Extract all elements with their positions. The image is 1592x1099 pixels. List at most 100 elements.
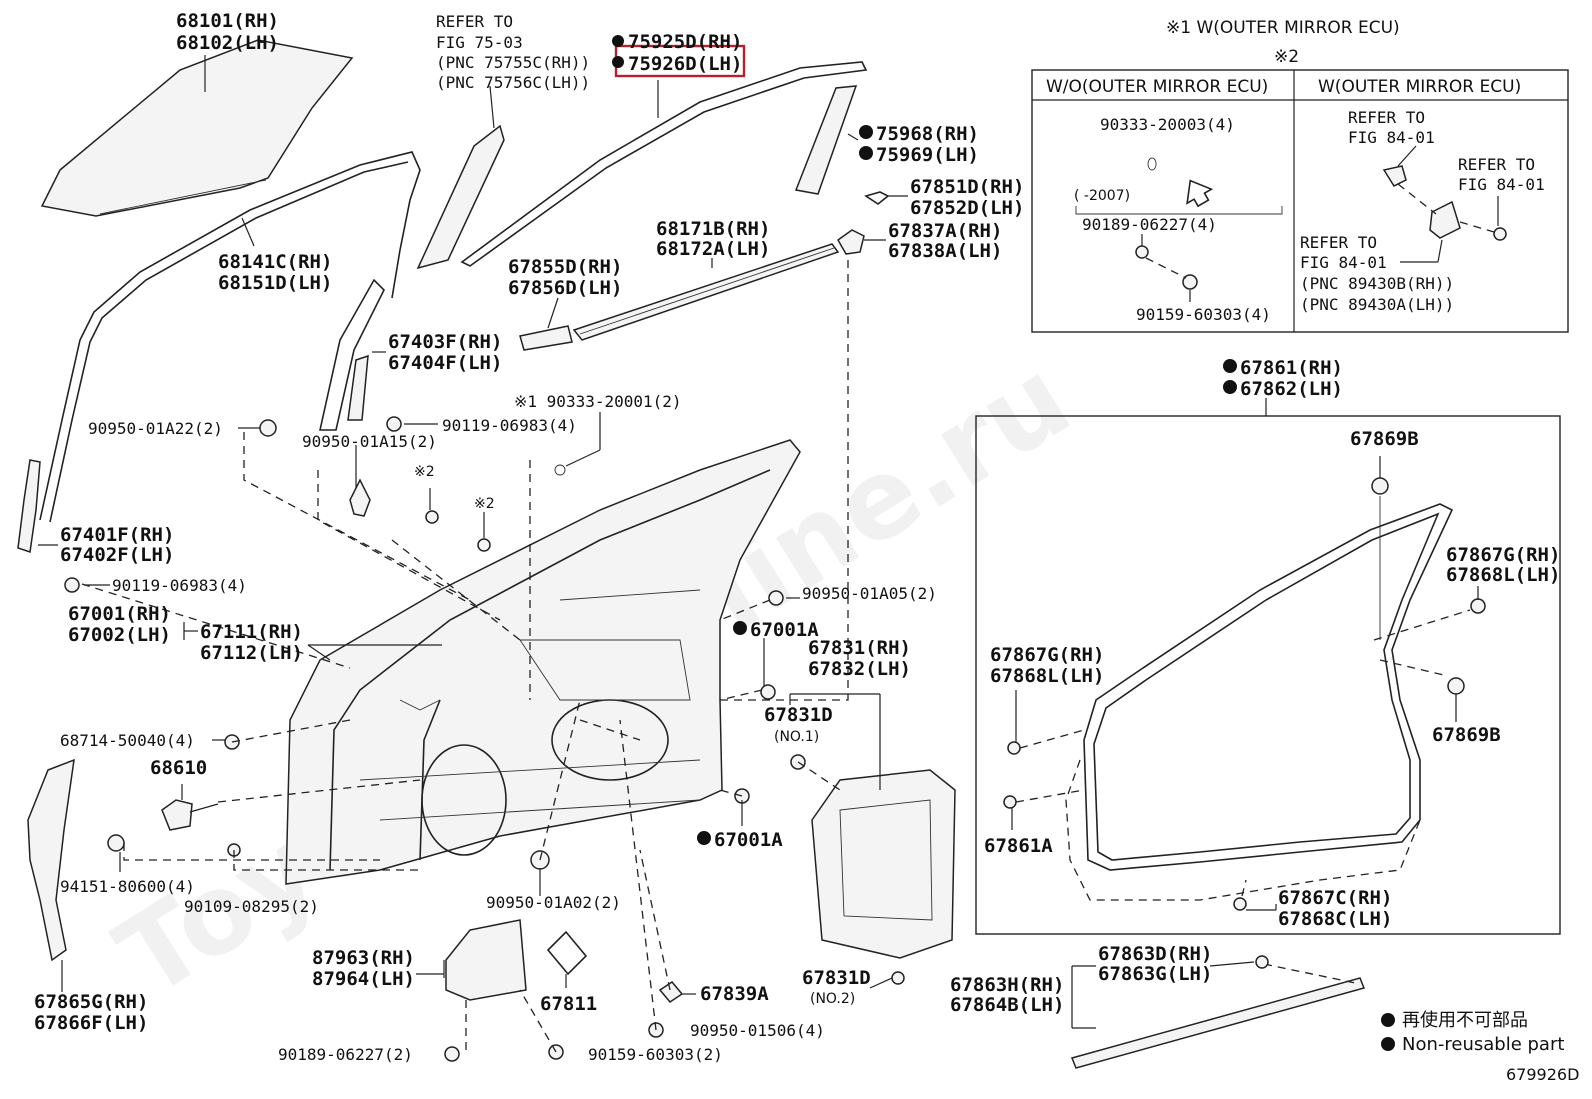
- label-90159-60303[interactable]: 90159-60303(2): [588, 1045, 723, 1064]
- legend-en: Non-reusable part: [1402, 1034, 1564, 1055]
- pillar-garnish-part[interactable]: [416, 124, 505, 270]
- label-75968[interactable]: 75968(RH): [876, 123, 979, 145]
- label-67001a-1[interactable]: 67001A: [750, 619, 819, 641]
- nut-94151-part[interactable]: [107, 834, 125, 852]
- label-67111[interactable]: 67111(RH): [200, 621, 303, 643]
- label-67838a[interactable]: 67838A(LH): [888, 240, 1002, 262]
- table-part-90159-60303[interactable]: 90159-60303(4): [1136, 305, 1271, 324]
- label-67839a[interactable]: 67839A: [700, 983, 769, 1005]
- label-67831[interactable]: 67831(RH): [808, 637, 911, 659]
- table-year-range: ( -2007): [1074, 188, 1130, 204]
- part-labels: 68101(RH) 68102(LH) REFER TO FIG 75-03 (…: [34, 10, 1560, 1064]
- label-67861[interactable]: 67861(RH): [1240, 357, 1343, 379]
- label-67404f[interactable]: 67404F(LH): [388, 352, 502, 374]
- label-67867g-2[interactable]: 67867G(RH): [990, 644, 1104, 666]
- rear-run-channel-part[interactable]: [319, 278, 385, 431]
- label-67862[interactable]: 67862(LH): [1240, 378, 1343, 400]
- label-87964[interactable]: 87964(LH): [312, 968, 415, 990]
- label-90189-06227[interactable]: 90189-06227(2): [278, 1045, 413, 1064]
- label-94151-80600[interactable]: 94151-80600(4): [60, 877, 195, 896]
- label-75925d[interactable]: 75925D(RH): [628, 31, 742, 53]
- label-68610[interactable]: 68610: [150, 757, 207, 779]
- door-weatherstrip-part[interactable]: [1015, 496, 1471, 901]
- belt-moulding-upper-part[interactable]: [460, 61, 868, 267]
- label-68171b[interactable]: 68171B(RH): [656, 218, 770, 240]
- service-hole-cover-67831-part[interactable]: [811, 769, 956, 959]
- table-part-90333-20003[interactable]: 90333-20003(4): [1100, 115, 1235, 134]
- label-90119-06983-a[interactable]: 90119-06983(4): [442, 416, 577, 435]
- label-67863d[interactable]: 67863D(RH): [1098, 943, 1212, 965]
- label-68101[interactable]: 68101(RH): [176, 10, 279, 32]
- label-87963[interactable]: 87963(RH): [312, 947, 415, 969]
- door-glass-part[interactable]: [40, 39, 354, 217]
- label-67869b-2[interactable]: 67869B: [1432, 724, 1501, 746]
- label-67837a[interactable]: 67837A(RH): [888, 220, 1002, 242]
- label-90950-01a02[interactable]: 90950-01A02(2): [486, 893, 621, 912]
- label-67401f[interactable]: 67401F(RH): [60, 524, 174, 546]
- clip-67851-part[interactable]: [864, 191, 908, 205]
- label-67856d[interactable]: 67856D(LH): [508, 277, 622, 299]
- label-90333-20001[interactable]: ※1 90333-20001(2): [514, 392, 682, 411]
- door-trim-67865-part[interactable]: [27, 758, 75, 962]
- label-67864b[interactable]: 67864B(LH): [950, 994, 1064, 1016]
- label-mark2-b: ※2: [474, 496, 495, 512]
- outer-weatherstrip-part[interactable]: [572, 243, 840, 341]
- retainer-67855-part[interactable]: [519, 325, 573, 351]
- label-67861a[interactable]: 67861A: [984, 835, 1053, 857]
- label-67402f[interactable]: 67402F(LH): [60, 544, 174, 566]
- label-67851d[interactable]: 67851D(RH): [910, 176, 1024, 198]
- label-67868l-2[interactable]: 67868L(LH): [990, 665, 1104, 687]
- label-68141c[interactable]: 68141C(RH): [218, 251, 332, 273]
- service-cover-67811-part[interactable]: [546, 930, 588, 976]
- label-67867g-1[interactable]: 67867G(RH): [1446, 544, 1560, 566]
- label-90119-06983-b[interactable]: 90119-06983(4): [112, 576, 247, 595]
- label-67403f[interactable]: 67403F(RH): [388, 331, 502, 353]
- legend-bullet-jp: [1381, 1013, 1395, 1027]
- front-door-panel-part[interactable]: [285, 439, 801, 885]
- label-67855d[interactable]: 67855D(RH): [508, 256, 622, 278]
- label-67852d[interactable]: 67852D(LH): [910, 197, 1024, 219]
- lower-channel-67401-part[interactable]: [17, 459, 41, 553]
- label-90950-01506[interactable]: 90950-01506(4): [690, 1021, 825, 1040]
- label-67866f[interactable]: 67866F(LH): [34, 1012, 148, 1034]
- label-90950-01a15[interactable]: 90950-01A15(2): [302, 432, 437, 451]
- label-67863h[interactable]: 67863H(RH): [950, 974, 1064, 996]
- label-67865g[interactable]: 67865G(RH): [34, 991, 148, 1013]
- label-67001[interactable]: 67001(RH): [68, 603, 171, 625]
- label-90950-01a22[interactable]: 90950-01A22(2): [88, 419, 223, 438]
- table-refer-1b[interactable]: FIG 84-01: [1348, 128, 1435, 147]
- label-67868c[interactable]: 67868C(LH): [1278, 908, 1392, 930]
- table-refer-3b[interactable]: FIG 84-01: [1300, 253, 1387, 272]
- label-75926d[interactable]: 75926D(LH): [628, 53, 742, 75]
- frame-garnish-part[interactable]: [794, 85, 858, 195]
- label-68151d[interactable]: 68151D(LH): [218, 272, 332, 294]
- label-67869b-1[interactable]: 67869B: [1350, 428, 1419, 450]
- label-67868l-1[interactable]: 67868L(LH): [1446, 564, 1560, 586]
- label-67002[interactable]: 67002(LH): [68, 624, 171, 646]
- door-scuff-strip-part[interactable]: [1070, 955, 1366, 1069]
- label-67867c[interactable]: 67867C(RH): [1278, 887, 1392, 909]
- label-67863g[interactable]: 67863G(LH): [1098, 963, 1212, 985]
- label-90109-08295[interactable]: 90109-08295(2): [184, 897, 319, 916]
- label-67831d-2[interactable]: 67831D: [802, 967, 871, 989]
- lock-bracket-87963-part[interactable]: [445, 919, 527, 1001]
- table-part-90189-06227[interactable]: 90189-06227(4): [1082, 215, 1217, 234]
- label-68102[interactable]: 68102(LH): [176, 32, 279, 54]
- label-90950-01a05[interactable]: 90950-01A05(2): [802, 584, 937, 603]
- table-refer-2a: REFER TO: [1458, 155, 1535, 174]
- non-reusable-mark: [859, 125, 873, 139]
- door-check-68610-part[interactable]: [161, 799, 219, 831]
- glass-run-channel-part[interactable]: [39, 151, 421, 523]
- table-refer-2b[interactable]: FIG 84-01: [1458, 175, 1545, 194]
- clip-67839-part[interactable]: [658, 981, 684, 1003]
- label-67001a-2[interactable]: 67001A: [714, 829, 783, 851]
- label-67831d-1[interactable]: 67831D: [764, 704, 833, 726]
- label-75969[interactable]: 75969(LH): [876, 144, 979, 166]
- label-68172a[interactable]: 68172A(LH): [656, 238, 770, 260]
- label-fig-75-03[interactable]: FIG 75-03: [436, 33, 523, 52]
- label-67811[interactable]: 67811: [540, 993, 597, 1015]
- label-67832[interactable]: 67832(LH): [808, 658, 911, 680]
- label-68714-50040[interactable]: 68714-50040(4): [60, 731, 195, 750]
- clip-67837-part[interactable]: [837, 229, 886, 255]
- label-67112[interactable]: 67112(LH): [200, 642, 303, 664]
